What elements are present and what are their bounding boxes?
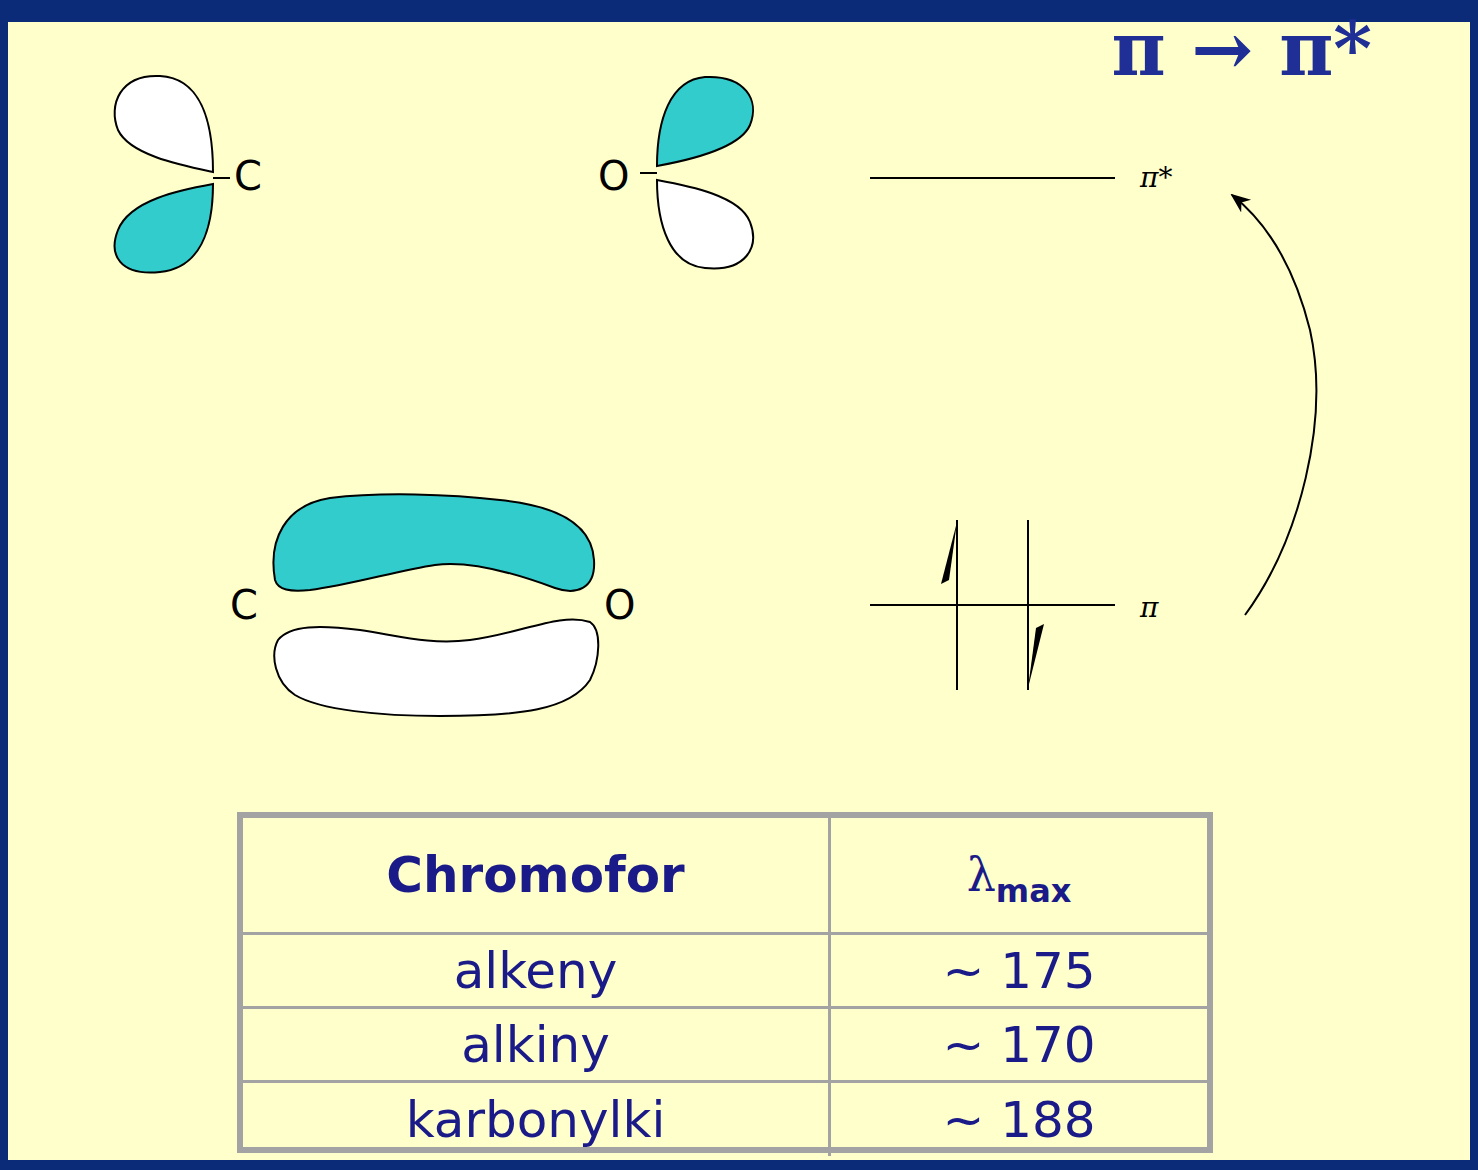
atom-label: O <box>604 585 635 625</box>
atom-label: O <box>598 156 629 196</box>
table-text: alkeny <box>454 942 618 1000</box>
table-text: ~ 175 <box>942 942 1095 1000</box>
orbital-label: π <box>1140 594 1158 622</box>
slide-title: π → π* <box>1111 12 1372 86</box>
table-cell: ~ 175 <box>831 935 1207 1006</box>
chromophore-table: Chromofor λmax alkeny ~ 175 alkiny ~ 170 karbo… <box>237 812 1213 1153</box>
table-cell: alkiny <box>243 1009 831 1080</box>
table-text: karbonylki <box>406 1091 666 1149</box>
pi-bond-lobe <box>273 494 594 590</box>
table-text: alkiny <box>461 1016 610 1074</box>
excitation-arrow <box>1232 195 1316 615</box>
table-row: alkiny ~ 170 <box>243 1006 1207 1080</box>
bond-stub <box>213 177 230 179</box>
electron-spin <box>1027 520 1029 690</box>
p-orbital-lobe <box>115 76 213 172</box>
table-cell: ~ 170 <box>831 1009 1207 1080</box>
pi-bond-lobe <box>274 619 598 716</box>
table-cell: Chromofor <box>243 818 831 932</box>
table-text: λ <box>967 848 996 902</box>
p-orbital-lobe <box>657 180 753 268</box>
table-row: Chromofor λmax <box>243 818 1207 932</box>
subscript: max <box>996 872 1072 910</box>
table-cell: alkeny <box>243 935 831 1006</box>
table-cell: ~ 188 <box>831 1083 1207 1156</box>
table-text: ~ 188 <box>942 1091 1095 1149</box>
table-row: karbonylki ~ 188 <box>243 1080 1207 1156</box>
atom-label: C <box>230 585 258 625</box>
table-text: Chromofor <box>386 846 685 904</box>
energy-level <box>870 604 1115 606</box>
orbital-label: π* <box>1140 164 1172 192</box>
electron-spin <box>956 520 958 690</box>
table-cell: λmax <box>831 818 1207 932</box>
energy-level <box>870 177 1115 179</box>
table-text: ~ 170 <box>942 1016 1095 1074</box>
p-orbital-lobe <box>115 184 213 272</box>
electron-spin <box>941 522 957 584</box>
table-row: alkeny ~ 175 <box>243 932 1207 1006</box>
electron-spin <box>1028 624 1044 688</box>
p-orbital-lobe <box>657 77 753 166</box>
bond-stub <box>640 172 657 174</box>
table-cell: karbonylki <box>243 1083 831 1156</box>
atom-label: C <box>234 156 262 196</box>
